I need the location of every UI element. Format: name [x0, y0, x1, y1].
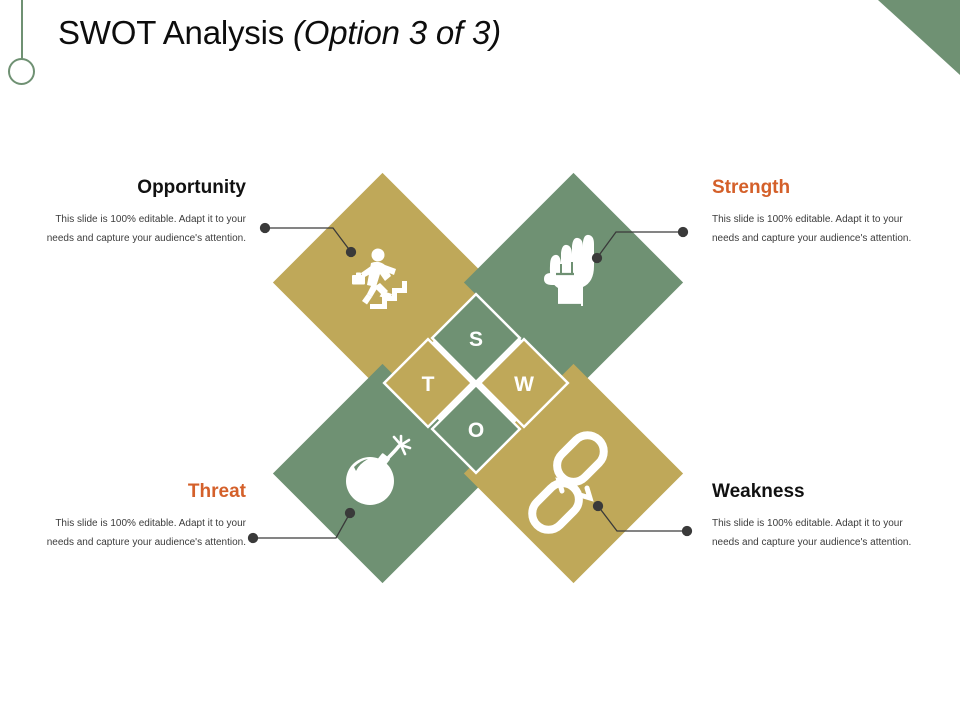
- quadrant-body-threat: This slide is 100% editable. Adapt it to…: [46, 517, 246, 549]
- quadrant-body-opportunity: This slide is 100% editable. Adapt it to…: [46, 213, 246, 245]
- quadrant-text-weakness: Weakness This slide is 100% editable. Ad…: [712, 481, 912, 553]
- quadrant-tile-strength[interactable]: [463, 172, 684, 393]
- quadrant-heading-strength: Strength: [712, 177, 791, 198]
- connector-strength: [591, 226, 689, 264]
- bomb-icon: [346, 434, 412, 505]
- center-letter-s: S: [469, 328, 483, 351]
- center-letter-o: O: [468, 419, 484, 442]
- center-letter-t: T: [422, 373, 435, 396]
- center-tile-s[interactable]: S: [430, 292, 522, 384]
- quadrant-heading-weakness: Weakness: [712, 481, 805, 502]
- center-tile-o[interactable]: O: [430, 383, 522, 475]
- connector-opportunity: [259, 222, 357, 258]
- connector-threat: [247, 507, 356, 544]
- quadrant-body-weakness: This slide is 100% editable. Adapt it to…: [712, 517, 912, 549]
- pin-line-icon: [21, 0, 23, 60]
- quadrant-text-threat: Threat This slide is 100% editable. Adap…: [46, 481, 246, 553]
- corner-triangle-icon: [878, 0, 960, 75]
- quadrant-tile-threat[interactable]: [272, 363, 493, 584]
- quadrant-body-strength: This slide is 100% editable. Adapt it to…: [712, 213, 912, 245]
- page-title-main: SWOT Analysis: [58, 14, 293, 51]
- center-tile-w[interactable]: W: [478, 337, 570, 429]
- quadrant-heading-opportunity: Opportunity: [137, 177, 246, 198]
- center-tile-t[interactable]: T: [382, 337, 474, 429]
- center-letter-w: W: [514, 373, 534, 396]
- broken-chain-link-icon: [528, 431, 608, 534]
- pin-ring-icon: [8, 58, 35, 85]
- page-title-subtitle: (Option 3 of 3): [292, 14, 501, 51]
- connector-weakness: [592, 500, 693, 537]
- quadrant-text-opportunity: Opportunity This slide is 100% editable.…: [46, 177, 246, 249]
- raised-fist-icon: [544, 234, 594, 307]
- quadrant-heading-threat: Threat: [187, 481, 246, 502]
- quadrant-tile-opportunity[interactable]: [272, 172, 493, 393]
- quadrant-text-strength: Strength This slide is 100% editable. Ad…: [712, 177, 912, 249]
- page-title: SWOT Analysis (Option 3 of 3): [58, 14, 501, 52]
- running-businessman-stairs-icon: [352, 248, 407, 309]
- quadrant-tile-weakness[interactable]: [463, 363, 684, 584]
